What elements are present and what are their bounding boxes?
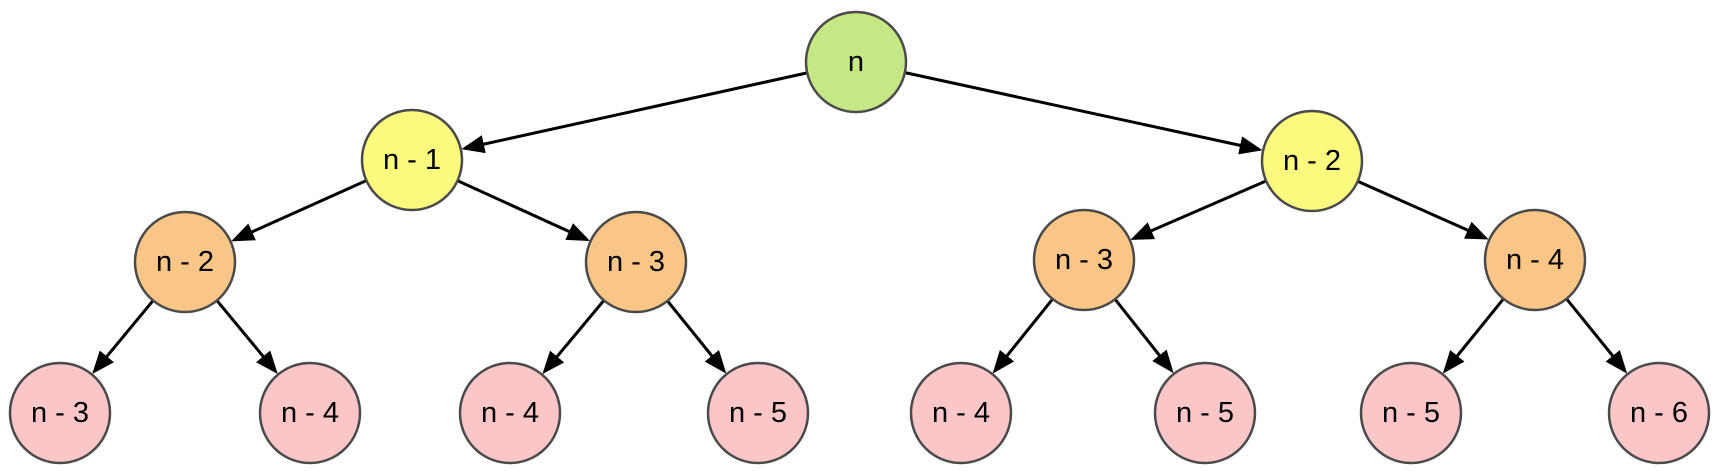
tree-edge-l-ll (231, 178, 368, 242)
tree-edge-rr-rrr (1564, 297, 1628, 374)
node-label: n - 5 (1176, 397, 1234, 429)
tree-node-root: n (804, 10, 908, 114)
tree-edge-r-rr (1356, 179, 1489, 240)
tree-node-r: n - 2 (1260, 109, 1364, 213)
node-label: n - 2 (156, 246, 214, 278)
tree-edge-ll-lll (92, 298, 155, 375)
tree-node-lr: n - 3 (584, 210, 688, 314)
node-circle (360, 108, 464, 212)
node-label: n - 3 (607, 246, 665, 278)
tree-edge-r-rl (1130, 179, 1268, 240)
node-label: n - 4 (1506, 244, 1564, 276)
node-circle (909, 361, 1013, 465)
node-circle (804, 10, 908, 114)
node-circle (1607, 361, 1711, 465)
node-circle (1153, 361, 1257, 465)
node-circle (1483, 208, 1587, 312)
tree-node-rrl: n - 5 (1359, 361, 1463, 465)
tree-edge-lr-lrl (542, 298, 606, 375)
tree-node-rrr: n - 6 (1607, 361, 1711, 465)
tree-edge-rl-rll (992, 297, 1055, 374)
node-circle (133, 210, 237, 314)
tree-node-rr: n - 4 (1483, 208, 1587, 312)
node-label: n - 3 (31, 397, 89, 429)
nodes-layer: n n - 1 n - 2 n - 2 n - 3 n - 3 n - 4 n - 3 n - … (8, 10, 1711, 465)
node-circle (458, 361, 562, 465)
tree-edge-rr-rrl (1442, 297, 1506, 374)
node-circle (584, 210, 688, 314)
node-circle (706, 361, 810, 465)
tree-edge-root-l (461, 71, 809, 154)
node-circle (258, 361, 362, 465)
tree-node-llr: n - 4 (258, 361, 362, 465)
tree-node-rlr: n - 5 (1153, 361, 1257, 465)
node-circle (1359, 361, 1463, 465)
tree-edge-rl-rlr (1113, 297, 1174, 374)
node-label: n - 5 (1382, 397, 1440, 429)
tree-node-l: n - 1 (360, 108, 464, 212)
tree-node-lll: n - 3 (8, 361, 112, 465)
tree-node-rl: n - 3 (1032, 208, 1136, 312)
node-label: n - 6 (1630, 397, 1688, 429)
node-label: n - 3 (1055, 244, 1113, 276)
tree-node-ll: n - 2 (133, 210, 237, 314)
node-label: n - 5 (729, 397, 787, 429)
node-label: n - 4 (932, 397, 990, 429)
node-label: n - 1 (383, 144, 441, 176)
tree-edge-lr-lrr (665, 299, 727, 374)
tree-edge-root-r (903, 70, 1263, 155)
node-label: n - 2 (1283, 145, 1341, 177)
node-circle (1032, 208, 1136, 312)
edges-layer (92, 70, 1628, 375)
node-label: n (848, 46, 864, 78)
node-circle (1260, 109, 1364, 213)
tree-node-lrl: n - 4 (458, 361, 562, 465)
tree-edge-ll-llr (215, 298, 278, 375)
node-label: n - 4 (481, 397, 539, 429)
node-label: n - 4 (281, 397, 339, 429)
node-circle (8, 361, 112, 465)
tree-node-lrr: n - 5 (706, 361, 810, 465)
tree-edge-l-lr (455, 178, 591, 242)
tree-node-rll: n - 4 (909, 361, 1013, 465)
